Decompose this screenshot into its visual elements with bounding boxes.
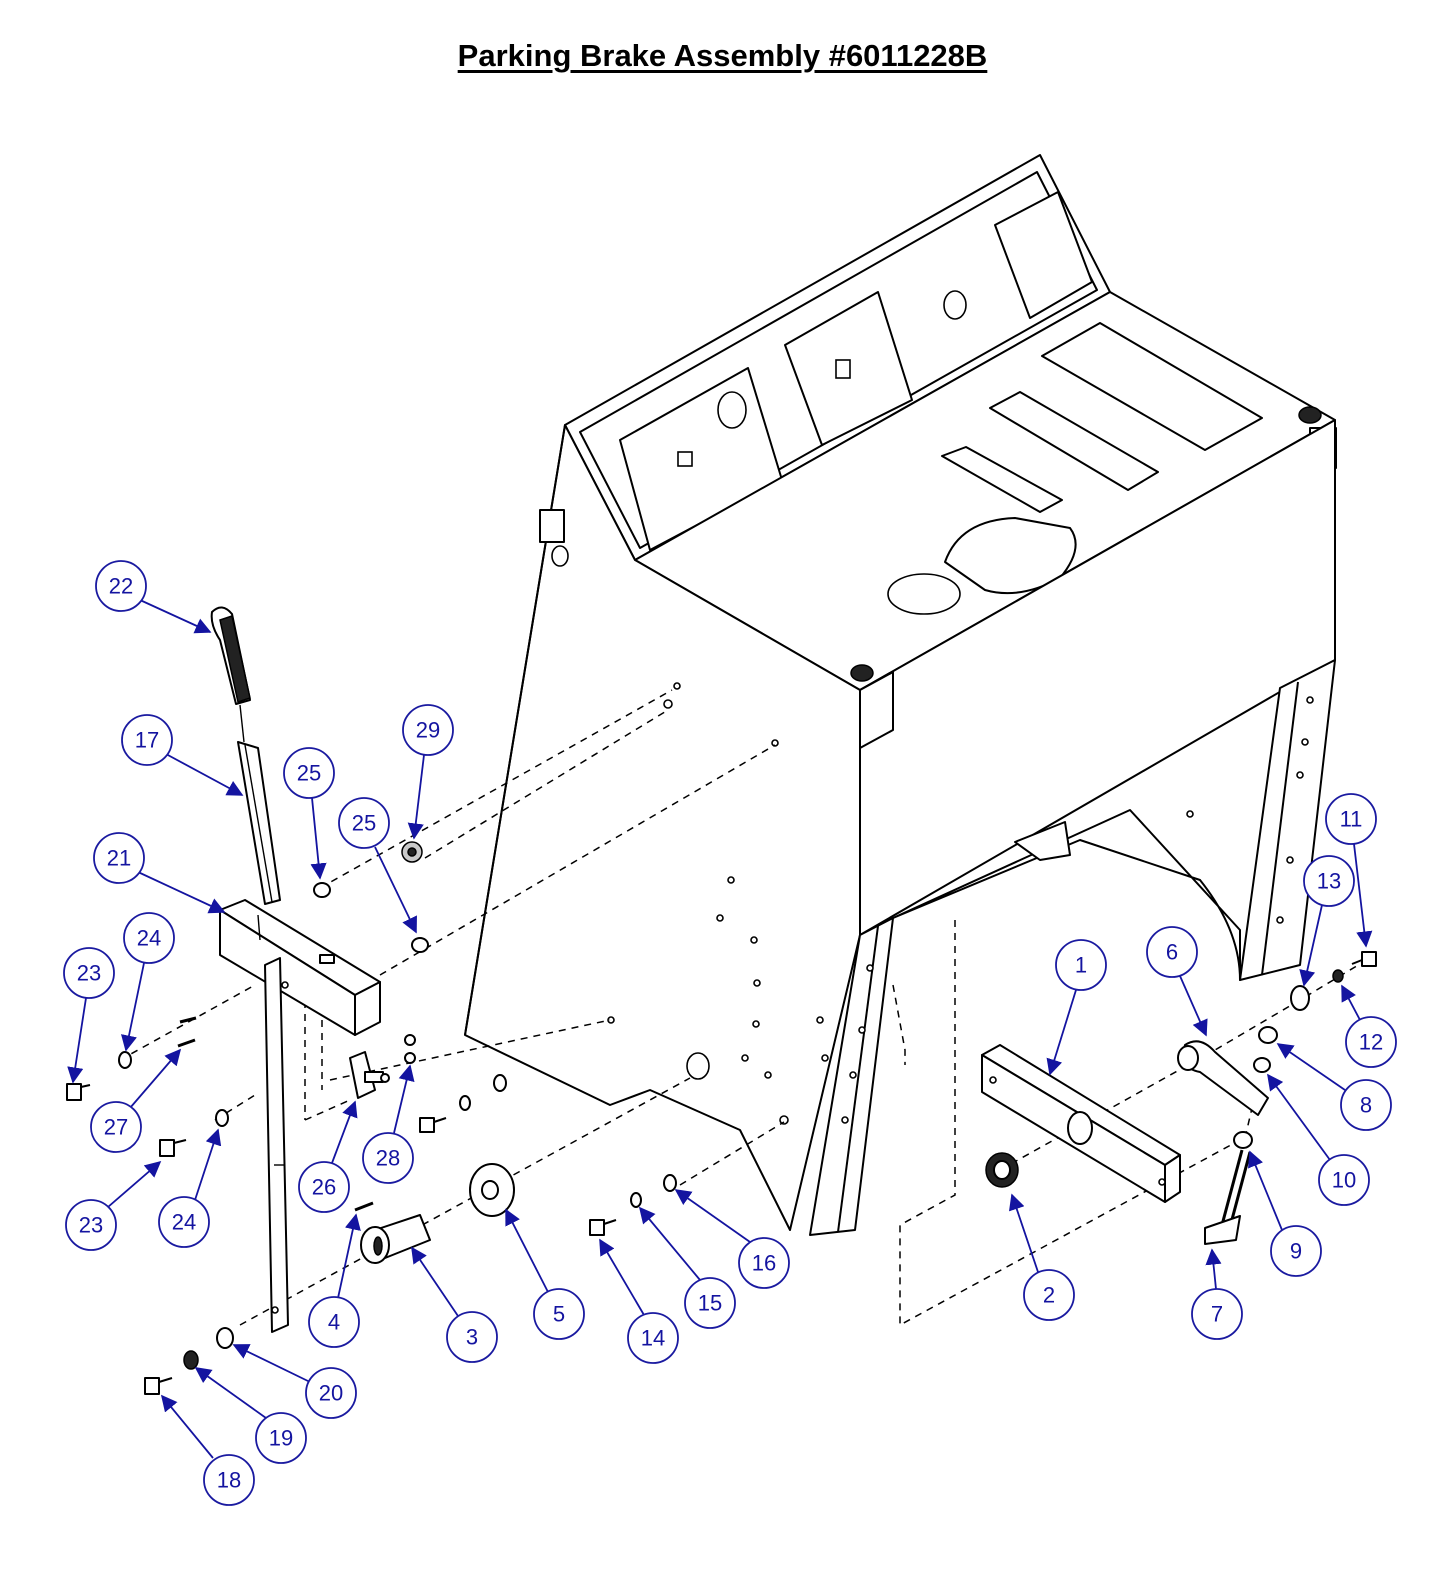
callout-label: 25 bbox=[352, 811, 376, 836]
callout-label: 10 bbox=[1332, 1168, 1356, 1193]
diagram-title: Parking Brake Assembly #6011228B bbox=[457, 38, 988, 73]
callout-11: 11 bbox=[1325, 793, 1377, 948]
callout-label: 4 bbox=[328, 1310, 340, 1335]
callout-label: 12 bbox=[1359, 1030, 1383, 1055]
callout-9: 9 bbox=[1248, 1150, 1322, 1277]
callout-label: 2 bbox=[1043, 1283, 1055, 1308]
callout-15: 15 bbox=[638, 1206, 736, 1329]
callout-19: 19 bbox=[194, 1367, 307, 1464]
callout-label: 20 bbox=[319, 1381, 343, 1406]
callout-label: 22 bbox=[109, 574, 133, 599]
callout-label: 21 bbox=[107, 846, 131, 871]
callout-label: 16 bbox=[752, 1251, 776, 1276]
callout-25a: 25 bbox=[283, 747, 335, 880]
callout-1: 1 bbox=[1046, 939, 1107, 1076]
callout-label: 7 bbox=[1211, 1302, 1223, 1327]
callout-label: 29 bbox=[416, 718, 440, 743]
callout-24b: 24 bbox=[158, 1128, 222, 1248]
callout-label: 1 bbox=[1075, 953, 1087, 978]
callout-label: 14 bbox=[641, 1326, 665, 1351]
callout-23a: 23 bbox=[63, 947, 115, 1084]
callout-label: 24 bbox=[172, 1210, 196, 1235]
callout-24a: 24 bbox=[121, 912, 175, 1052]
callout-29: 29 bbox=[402, 704, 454, 840]
callout-label: 11 bbox=[1340, 807, 1363, 832]
callout-label: 3 bbox=[466, 1325, 478, 1350]
hardware bbox=[66, 841, 1377, 1395]
callout-label: 24 bbox=[137, 926, 161, 951]
callout-4: 4 bbox=[308, 1213, 361, 1348]
callout-label: 19 bbox=[269, 1426, 293, 1451]
callout-13: 13 bbox=[1299, 855, 1355, 987]
callout-3: 3 bbox=[411, 1246, 498, 1363]
callout-label: 13 bbox=[1317, 869, 1341, 894]
callout-6: 6 bbox=[1146, 926, 1208, 1037]
callout-label: 8 bbox=[1360, 1093, 1372, 1118]
callout-label: 25 bbox=[297, 761, 321, 786]
callout-16: 16 bbox=[674, 1189, 790, 1289]
callout-label: 17 bbox=[135, 728, 159, 753]
console-frame bbox=[464, 154, 1337, 1236]
callout-label: 27 bbox=[104, 1115, 128, 1140]
callout-14: 14 bbox=[599, 1238, 679, 1364]
callout-label: 28 bbox=[376, 1146, 400, 1171]
callout-label: 26 bbox=[312, 1175, 336, 1200]
callout-12: 12 bbox=[1341, 984, 1397, 1068]
lever-assembly bbox=[210, 606, 390, 1333]
callouts: 22 17 25 29 25 21 24 23 27 23 24 26 28 4… bbox=[63, 560, 1397, 1506]
callout-7: 7 bbox=[1191, 1248, 1243, 1340]
callout-22: 22 bbox=[95, 560, 212, 634]
callout-10: 10 bbox=[1267, 1073, 1370, 1206]
callout-label: 18 bbox=[217, 1468, 241, 1493]
callout-20: 20 bbox=[232, 1344, 357, 1419]
callout-label: 6 bbox=[1166, 940, 1178, 965]
callout-17: 17 bbox=[121, 714, 244, 796]
callout-label: 9 bbox=[1290, 1239, 1302, 1264]
callout-23b: 23 bbox=[65, 1160, 162, 1251]
callout-label: 23 bbox=[79, 1213, 103, 1238]
callout-21: 21 bbox=[93, 832, 226, 914]
callout-27: 27 bbox=[90, 1048, 182, 1153]
callout-26: 26 bbox=[298, 1100, 358, 1213]
callout-28: 28 bbox=[362, 1064, 415, 1184]
callout-25b: 25 bbox=[338, 797, 417, 934]
callout-5: 5 bbox=[505, 1208, 585, 1340]
callout-8: 8 bbox=[1276, 1043, 1392, 1131]
callout-label: 5 bbox=[553, 1302, 565, 1327]
callout-label: 15 bbox=[698, 1291, 722, 1316]
callout-label: 23 bbox=[77, 961, 101, 986]
callout-2: 2 bbox=[1008, 1193, 1075, 1321]
callout-18: 18 bbox=[160, 1394, 255, 1506]
